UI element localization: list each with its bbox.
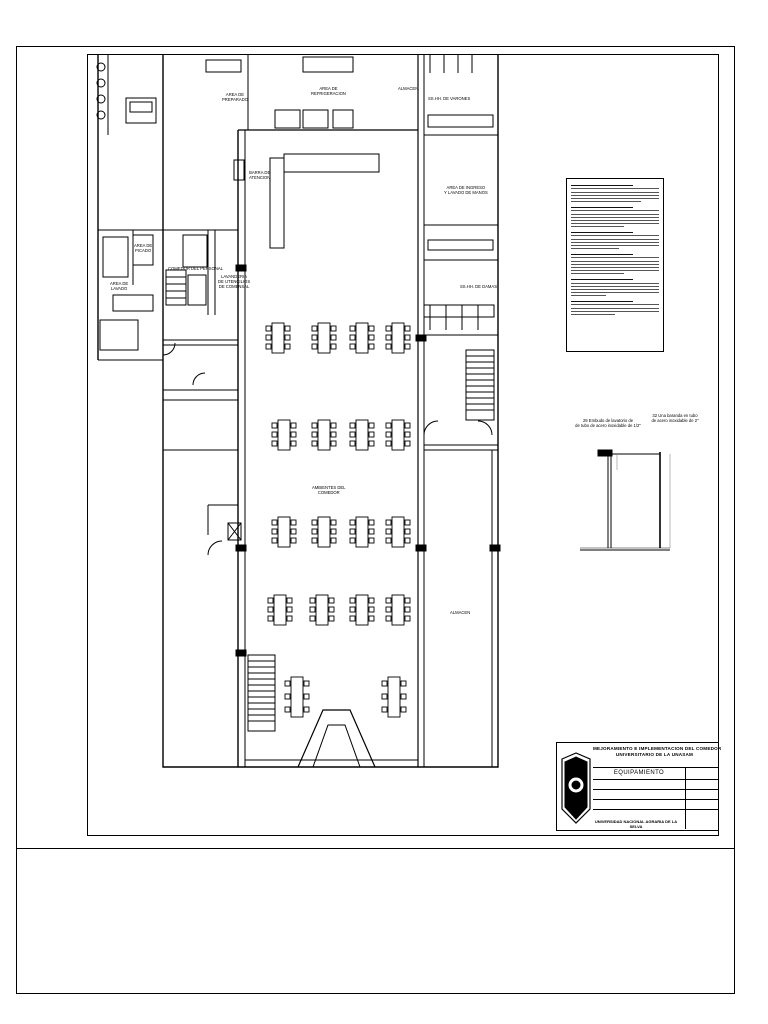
- room-label-ambientes-comedor: AMBIENTES DEL COMEDOR: [312, 485, 346, 495]
- room-label-almacen-top: ALMACEN: [398, 86, 419, 91]
- room-label-comedor-personal: COMEDOR DEL PERSONAL: [168, 266, 223, 271]
- room-label-area-ingreso: AREA DE INGRESO Y LAVADO DE MANOS: [444, 185, 488, 195]
- room-label-area-picado: AREA DE PICADO: [134, 243, 153, 253]
- room-label-sshh-damas: SS.HH. DE DAMAS: [460, 284, 497, 289]
- room-label-area-refrigeracion: AREA DE REFRIGERACION: [311, 86, 346, 96]
- room-label-almacen-right: ALMACEN: [450, 610, 471, 615]
- equipment-notes-box: [566, 178, 664, 352]
- project-banner: MEJORAMIENTO E IMPLEMENTACION DEL COMEDO…: [593, 746, 722, 757]
- sheet-title: EQUIPAMIENTO: [613, 770, 665, 776]
- title-row-2: [593, 779, 718, 790]
- drawing-sheet: [16, 46, 735, 994]
- room-label-area-preparado: AREA DE PREPARADO: [222, 92, 248, 102]
- floor-plan: [96, 55, 501, 768]
- title-row-5: [593, 809, 718, 820]
- room-label-lavanderia: LAVANDERIA DE UTENCILIOS DE COMENSAL: [218, 274, 251, 289]
- title-row-sheet: EQUIPAMIENTO: [593, 767, 718, 780]
- title-block: MEJORAMIENTO E IMPLEMENTACION DEL COMEDO…: [556, 742, 722, 831]
- title-row-3: [593, 789, 718, 800]
- university-footer: UNIVERSIDAD NACIONAL AGRARIA DE LA SELVA: [594, 819, 678, 829]
- railing-detail: [580, 449, 671, 551]
- drawing-frame: [87, 54, 719, 836]
- title-column-divider: [685, 767, 686, 829]
- room-label-area-lavado: AREA DE LAVADO: [110, 281, 129, 291]
- room-label-sshh-varones: SS.HH. DE VARONES: [428, 96, 471, 101]
- room-label-barra-atencion: BARRA DE ATENCION: [249, 170, 271, 180]
- detail-label-right: 32 Una baranda en tubo de acero inoxidab…: [651, 413, 699, 423]
- detail-label-left: 29 Embudo de lavatorio de de tubo de ace…: [575, 418, 641, 428]
- sheet-divider: [16, 848, 735, 849]
- university-seal: [561, 752, 591, 824]
- title-row-4: [593, 799, 718, 810]
